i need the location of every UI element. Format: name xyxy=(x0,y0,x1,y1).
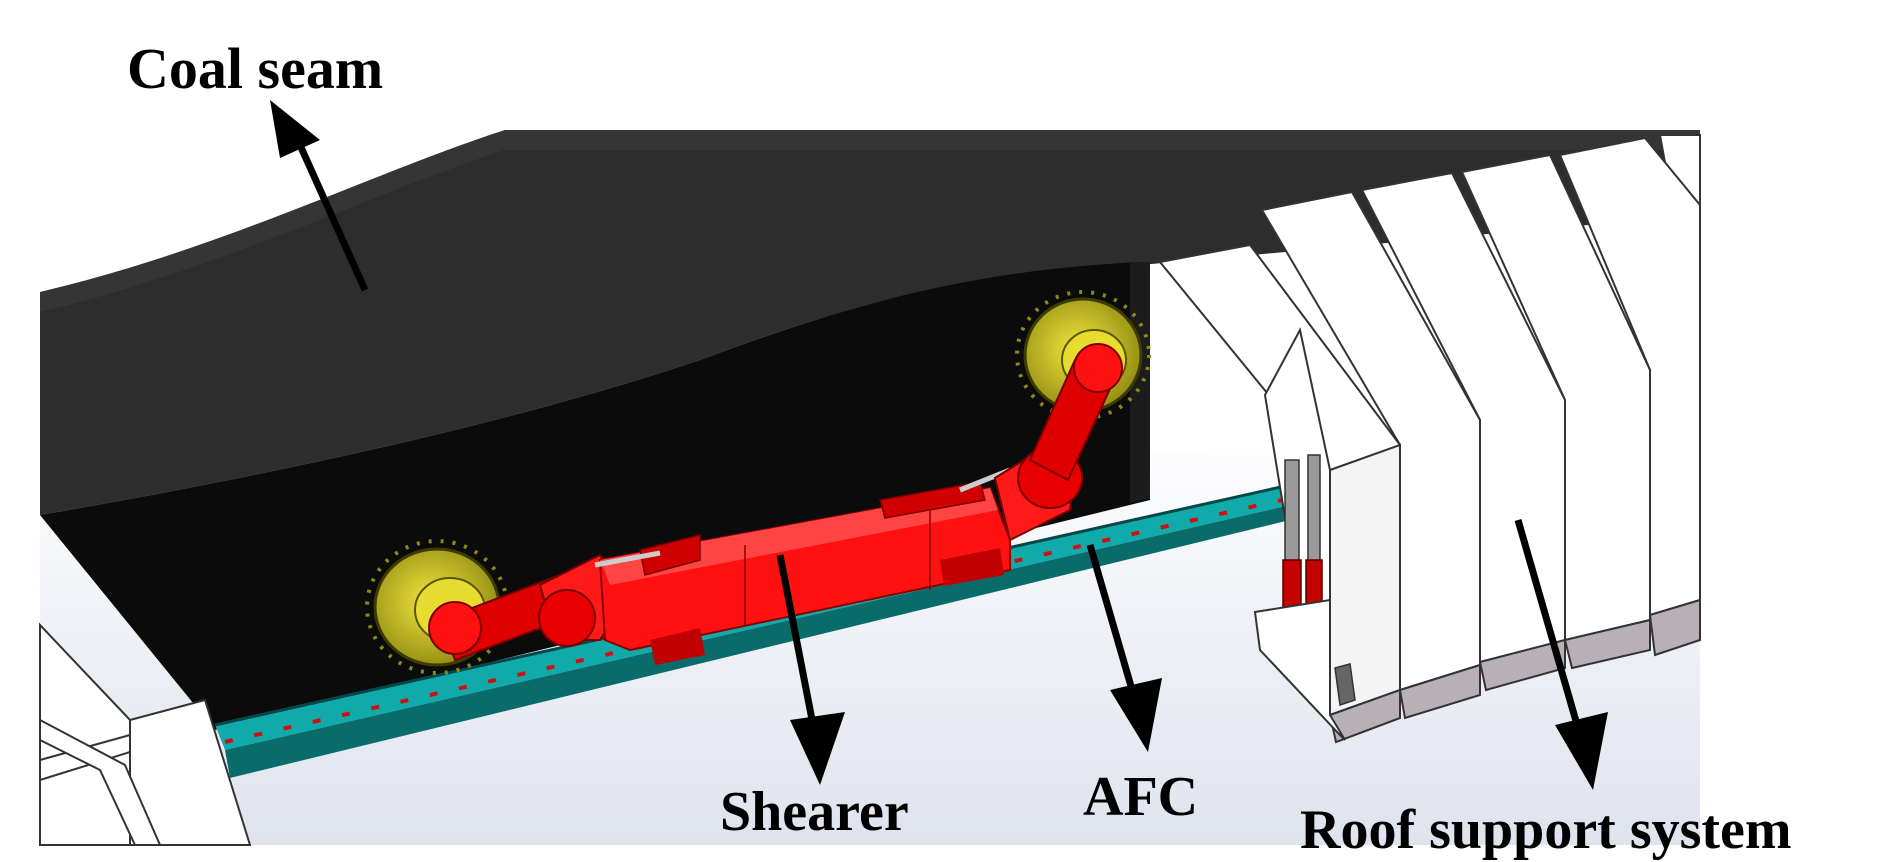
label-afc: AFC xyxy=(1083,766,1198,828)
face-cavity xyxy=(40,262,1150,730)
label-roof-support-system: Roof support system xyxy=(1300,799,1792,861)
arrow-afc xyxy=(1086,544,1162,752)
shearer-machine xyxy=(428,343,1123,665)
label-coal-seam: Coal seam xyxy=(127,36,383,101)
roof-supports xyxy=(39,134,1701,846)
label-shearer: Shearer xyxy=(720,781,909,843)
arrow-roof-support xyxy=(1514,519,1608,790)
arrow-shearer xyxy=(776,554,845,785)
arrow-coal-seam xyxy=(270,100,369,292)
coal-seam-shading xyxy=(40,130,1700,312)
face-wall xyxy=(1130,262,1150,503)
